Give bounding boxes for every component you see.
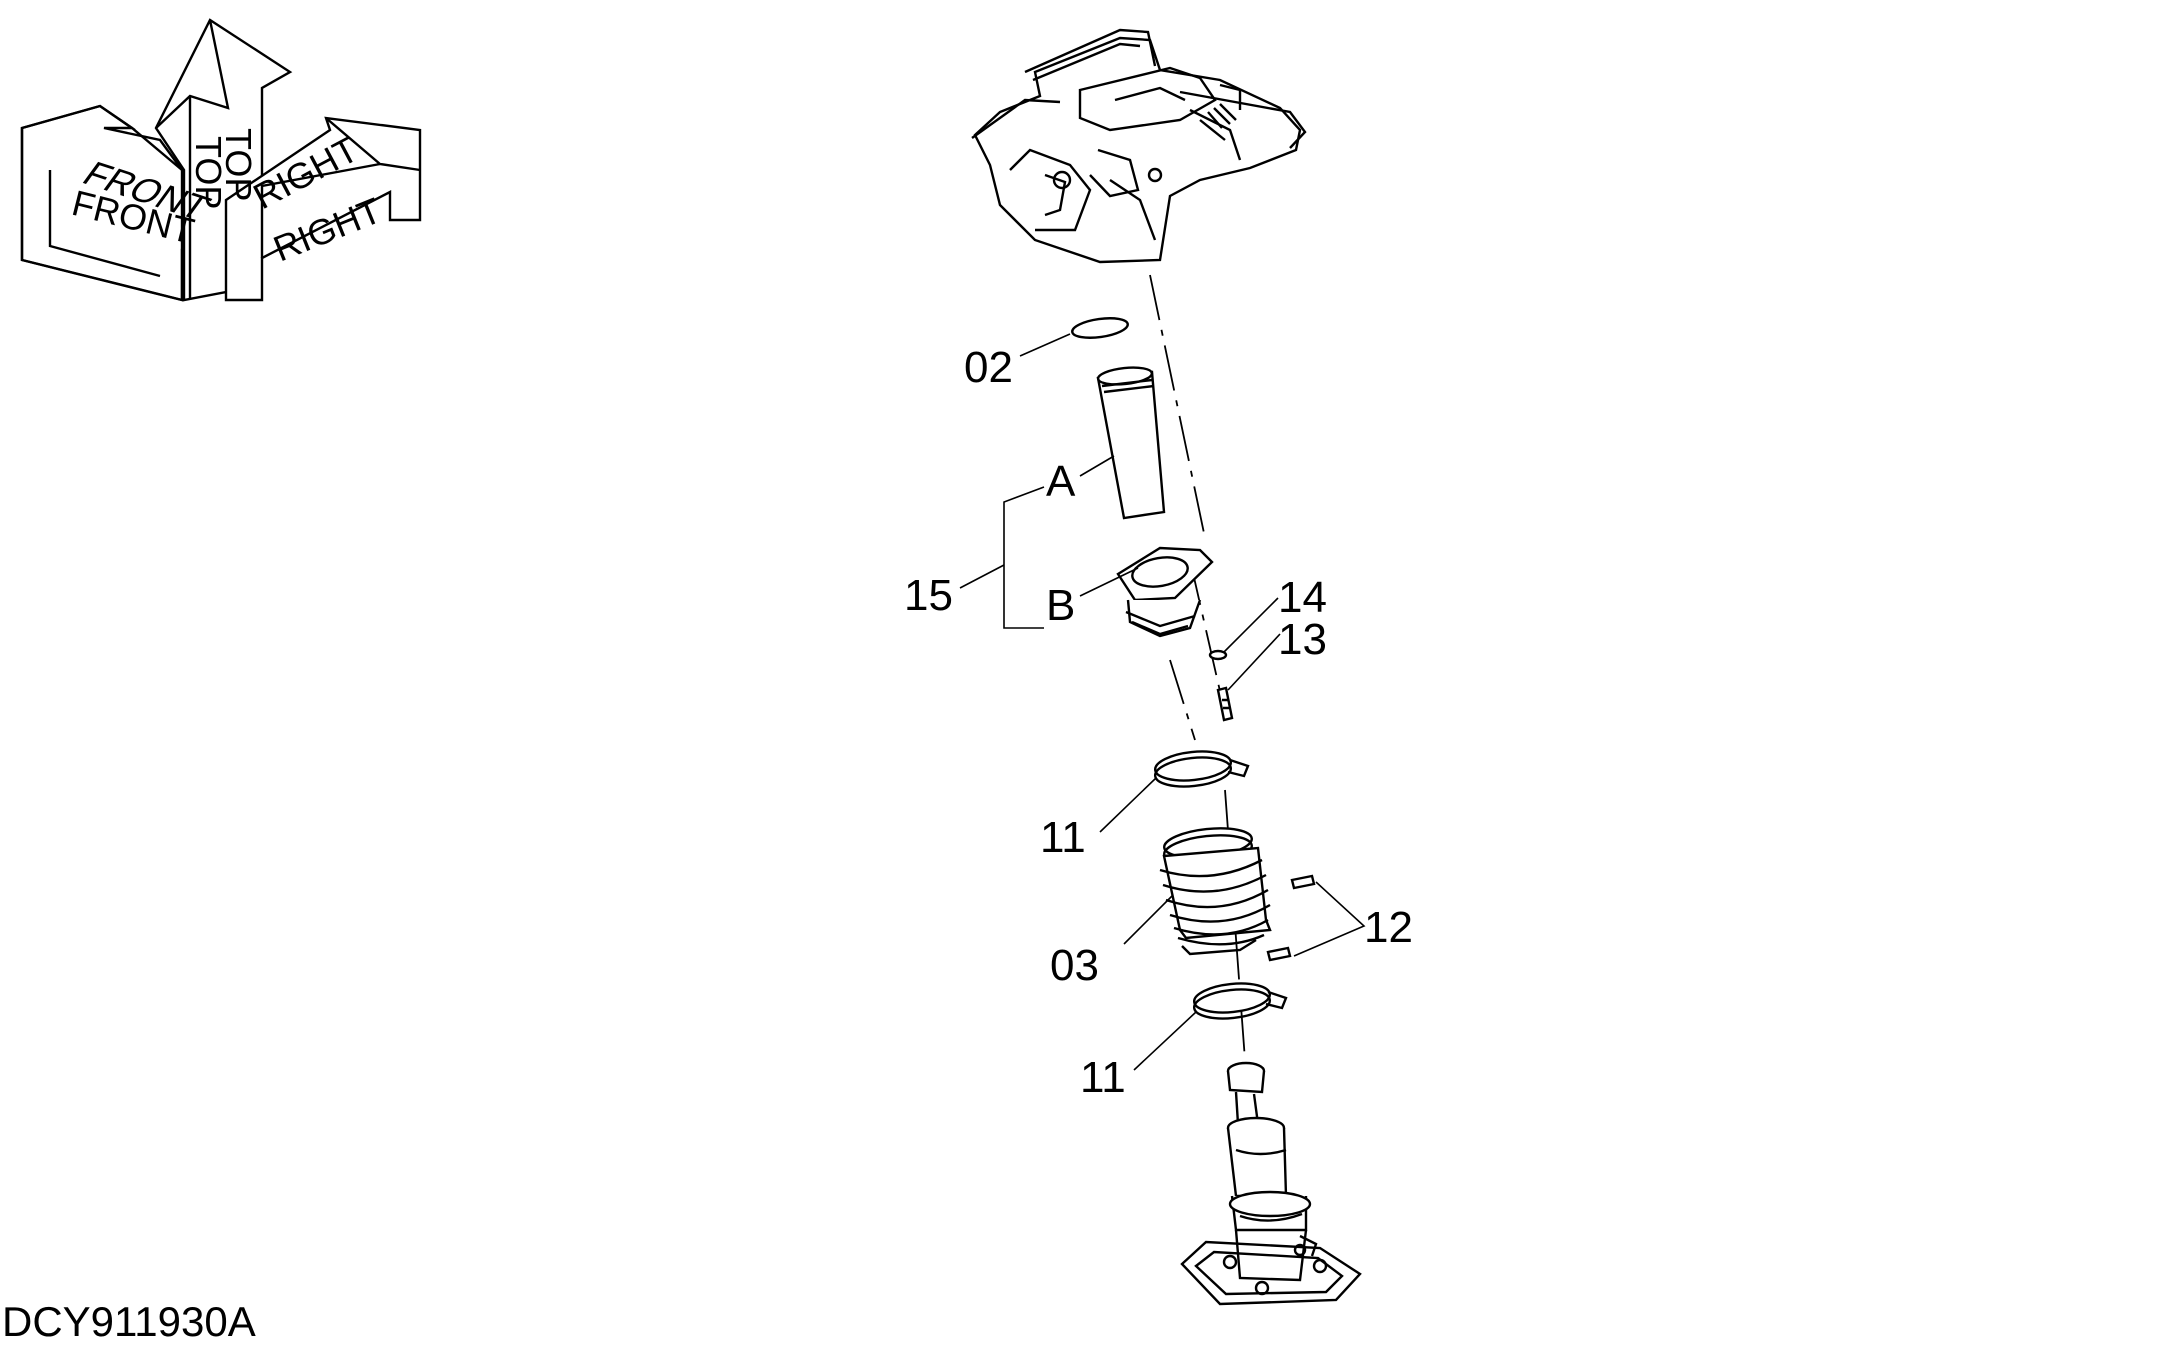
ram-foot-assembly xyxy=(1180,1061,1362,1306)
part-13-bolt xyxy=(1216,686,1234,722)
part-12-clips xyxy=(1266,874,1316,962)
axis-bolt xyxy=(1189,559,1223,701)
engine-handle-assembly xyxy=(971,28,1307,264)
part-02-o-ring xyxy=(1071,317,1129,339)
leader-lines xyxy=(959,333,1366,1071)
callout-labels: 02 A 15 B 14 13 11 03 12 11 xyxy=(904,343,1413,1102)
callout-11-lower: 11 xyxy=(1080,1053,1126,1102)
part-11-lower-clamp xyxy=(1192,982,1288,1020)
orientation-indicator: FRONT FRONT TOP TOP RIGHT RIGHT xyxy=(20,18,422,302)
part-03-bellows xyxy=(1159,827,1272,956)
axis-upper xyxy=(1149,274,1206,539)
top-label: TOP xyxy=(218,128,259,201)
top-label-back: TOP xyxy=(188,136,229,209)
callout-14: 14 xyxy=(1278,573,1327,622)
front-arrow-inner xyxy=(48,170,161,278)
callout-03: 03 xyxy=(1050,941,1099,990)
part-b-flange xyxy=(1116,546,1214,638)
right-arrow-inner2 xyxy=(260,162,381,258)
axis-mid xyxy=(1169,659,1196,741)
drawing-code: DCY911930A xyxy=(2,1298,256,1345)
callout-b: B xyxy=(1046,581,1075,630)
right-arrow-shape xyxy=(224,116,422,302)
callout-13: 13 xyxy=(1278,615,1327,664)
part-a-tube xyxy=(1096,366,1166,520)
part-14-washer xyxy=(1208,649,1228,661)
callout-02: 02 xyxy=(964,343,1013,392)
callout-15: 15 xyxy=(904,571,953,620)
callout-a: A xyxy=(1046,457,1076,506)
front-arrow-outline xyxy=(20,104,184,302)
callout-12: 12 xyxy=(1364,903,1413,952)
part-11-upper-clamp xyxy=(1153,750,1250,788)
top-arrow-inner xyxy=(155,19,230,129)
callout-11-upper: 11 xyxy=(1040,813,1086,862)
